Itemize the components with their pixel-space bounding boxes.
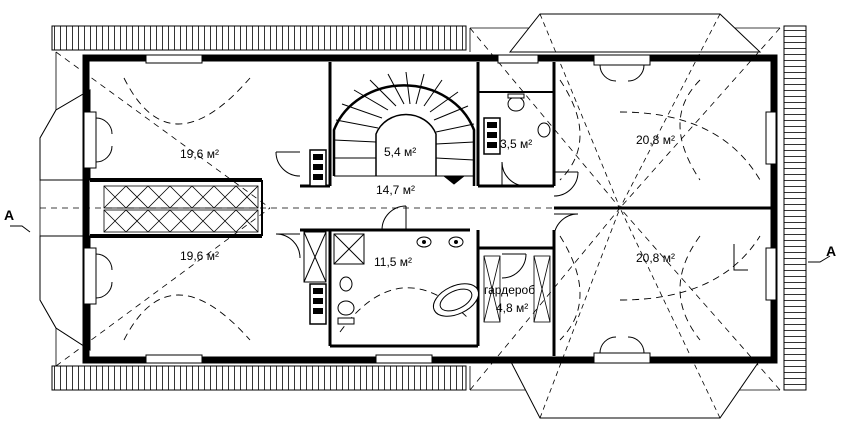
room-area-6: 11,5 м² xyxy=(374,255,412,269)
roof-strip-top xyxy=(51,25,467,51)
room-area-3: 5,4 м² xyxy=(384,145,416,159)
interior-doors xyxy=(275,151,748,279)
windows xyxy=(145,54,777,364)
room-area-1: 19,6 м² xyxy=(180,147,219,161)
room-name-7: гардероб xyxy=(484,283,535,297)
bath-fixtures xyxy=(303,93,551,325)
room-area-8: 20,8 м² xyxy=(636,133,675,147)
section-mark-left: А xyxy=(4,207,14,223)
spiral-stair xyxy=(332,71,476,186)
room-area-4: 3,5 м² xyxy=(500,137,532,151)
section-mark-right: А xyxy=(826,243,836,259)
french-doors xyxy=(83,54,651,364)
interior-walls xyxy=(90,62,774,356)
roof-strip-bottom xyxy=(51,365,467,391)
room-area-7: 4,8 м² xyxy=(496,301,528,315)
roof-strip-right xyxy=(783,25,807,391)
vent-shafts xyxy=(309,117,501,325)
closet-hatched xyxy=(103,185,259,233)
wardrobe-closets xyxy=(483,255,551,323)
dashed-arcs xyxy=(123,77,761,341)
room-area-9: 20,8 м² xyxy=(636,251,675,265)
section-markers xyxy=(10,225,831,263)
room-area-2: 19,6 м² xyxy=(180,249,219,263)
dormer-bays xyxy=(39,13,762,419)
room-area-5: 14,7 м² xyxy=(376,183,415,197)
